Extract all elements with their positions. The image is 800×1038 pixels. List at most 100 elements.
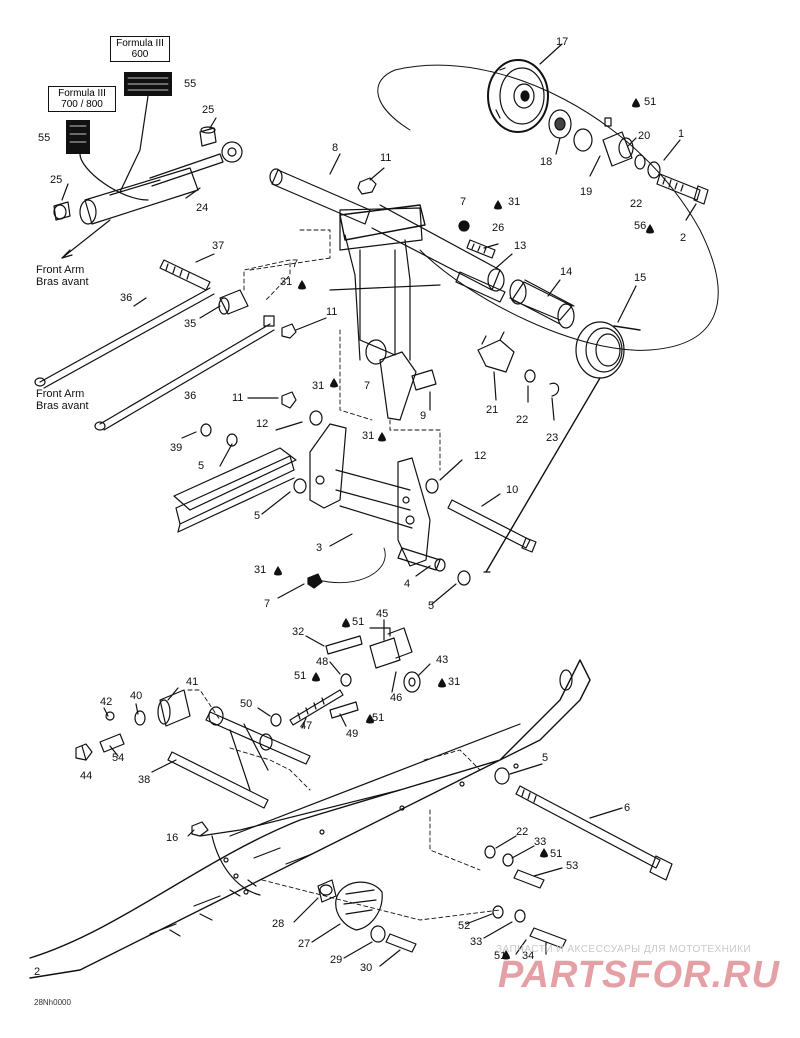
assembly-oval-outline (394, 64, 719, 351)
bolt-34 (529, 927, 567, 949)
callout-31-a: 31 (508, 196, 521, 208)
callout-31-c: 31 (312, 380, 325, 392)
washer-5-c (457, 570, 471, 586)
assembly-oval-outline-2 (377, 69, 411, 131)
callout-55-a: 55 (184, 78, 197, 90)
callout-27: 27 (298, 938, 311, 950)
front-arm-note-2: Front Arm Bras avant (36, 388, 89, 412)
callout-14: 14 (560, 266, 573, 278)
callout-31-f: 31 (448, 676, 461, 688)
nut-11-low (281, 391, 297, 409)
callout-4: 4 (404, 578, 411, 590)
callout-8: 8 (332, 142, 339, 154)
formula-700-label: Formula III 700 / 800 (48, 86, 116, 112)
spacer-35 (218, 289, 249, 315)
nut-11-mid (281, 323, 297, 339)
screw-26 (466, 239, 496, 259)
callout-38: 38 (138, 774, 151, 786)
decal-55-left (66, 120, 90, 154)
callout-25-a: 25 (202, 104, 215, 116)
callout-51-c: 51 (294, 670, 307, 682)
callout-33-b: 33 (470, 936, 483, 948)
callout-5-d: 5 (542, 752, 549, 764)
bolt-49 (329, 701, 359, 719)
callout-17: 17 (556, 36, 569, 48)
formula-700-line1: Formula III (58, 88, 106, 99)
washer-33-a (502, 853, 514, 867)
callout-52: 52 (458, 920, 471, 932)
front-arm-2-fr: Bras avant (36, 400, 89, 412)
callout-34: 34 (522, 950, 535, 962)
callout-29: 29 (330, 954, 343, 966)
ring-19 (573, 128, 593, 152)
spacer-20 (602, 117, 634, 167)
bolt-10 (447, 499, 537, 553)
callout-42: 42 (100, 696, 113, 708)
callout-39: 39 (170, 442, 183, 454)
callout-49: 49 (346, 728, 359, 740)
washer-22-mid (524, 369, 536, 383)
callout-48: 48 (316, 656, 329, 668)
bushing-25-left (53, 201, 71, 221)
callout-15: 15 (634, 272, 647, 284)
callout-36-a: 36 (120, 292, 133, 304)
watermark-logo: PARTSFOR.RU (498, 954, 780, 996)
stopper-27 (335, 881, 383, 931)
nut-16 (191, 821, 209, 837)
bolt-54 (99, 733, 125, 753)
callout-51-e: 51 (550, 848, 563, 860)
link-rod-36-lower (94, 315, 275, 431)
callout-51-a: 51 (644, 96, 657, 108)
callout-31-b: 31 (280, 276, 293, 288)
nut-7-low (307, 573, 323, 589)
callout-20: 20 (638, 130, 651, 142)
callout-22-c: 22 (516, 826, 529, 838)
callout-26: 26 (492, 222, 505, 234)
callout-11-c: 11 (232, 392, 244, 404)
bearing-18 (548, 109, 572, 139)
main-rail (29, 659, 591, 979)
callout-47: 47 (300, 720, 313, 732)
washer-12-b (425, 478, 439, 494)
washer-5-d (494, 767, 510, 785)
callout-9: 9 (420, 410, 427, 422)
bolt-37 (159, 259, 211, 291)
callout-51-f: 51 (494, 950, 507, 962)
callout-54: 54 (112, 752, 125, 764)
spring-15 (483, 321, 641, 573)
callout-45: 45 (376, 608, 389, 620)
bolt-32 (325, 635, 363, 655)
formula-600-line1: Formula III (116, 38, 164, 49)
callout-55-b: 55 (38, 132, 51, 144)
callout-7-d: 7 (264, 598, 271, 610)
callout-13: 13 (514, 240, 527, 252)
formula-700-line2: 700 / 800 (61, 99, 103, 110)
washer-52 (492, 905, 504, 919)
callout-11-a: 11 (380, 152, 392, 164)
lower-arm-38 (167, 706, 311, 809)
watermark-tagline: ЗАПЧАСТИ И АКСЕССУАРЫ ДЛЯ МОТОТЕХНИКИ (496, 944, 752, 955)
callout-56: 56 (634, 220, 647, 232)
callout-23: 23 (546, 432, 559, 444)
callout-16: 16 (166, 832, 179, 844)
callout-5-a: 5 (198, 460, 205, 472)
bolt-53 (513, 869, 545, 889)
callout-5-b: 5 (254, 510, 261, 522)
front-arm-1-en: Front Arm (36, 264, 85, 276)
callout-33-a: 33 (534, 836, 547, 848)
callout-36-b: 36 (184, 390, 197, 402)
callout-44: 44 (80, 770, 93, 782)
front-arm-2-en: Front Arm (36, 388, 85, 400)
washer-22-low (484, 845, 496, 859)
washer-40 (134, 710, 146, 726)
upper-arm-8 (269, 168, 505, 361)
bushing-28 (317, 879, 337, 903)
spacer-42 (105, 711, 115, 721)
callout-10: 10 (506, 484, 519, 496)
link-rod-36-upper (34, 287, 215, 389)
rod-47 (289, 689, 344, 726)
callout-37: 37 (212, 240, 225, 252)
callout-28: 28 (272, 918, 285, 930)
callout-18: 18 (540, 156, 553, 168)
